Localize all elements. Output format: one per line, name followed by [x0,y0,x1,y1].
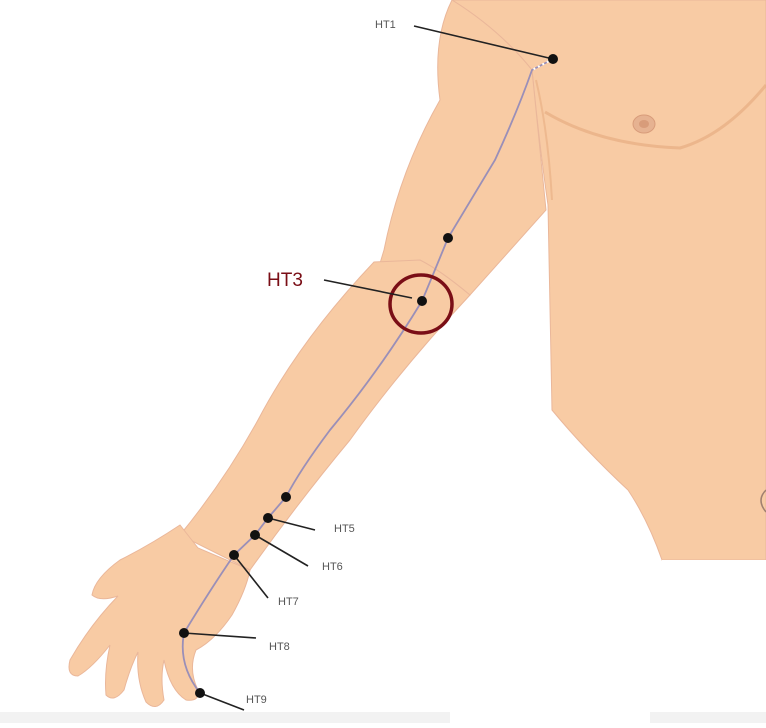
ht9-label: HT9 [246,694,267,706]
ht7-point[interactable] [229,550,239,560]
ht6-point[interactable] [250,530,260,540]
ht5-label: HT5 [334,523,355,535]
ht8-leader [183,632,257,639]
heart-meridian-line [181,58,554,694]
ht9-leader [199,692,245,711]
bottom-edge [0,712,766,723]
ht5-leader [267,517,316,531]
ht3-point[interactable] [417,296,427,306]
forearm [179,259,471,571]
ht1-label: HT1 [375,19,396,31]
meridian-dash [531,58,554,71]
bottom-edge-gap [450,712,650,723]
ht5-point[interactable] [263,513,273,523]
ht9-point[interactable] [195,688,205,698]
armpit-shadow [535,79,553,201]
ht3-label: HT3 [267,270,303,291]
ht3-highlight-ring [388,273,454,335]
nipple-center [639,120,649,128]
acupoints [179,54,558,698]
ht1-point[interactable] [548,54,558,64]
ht8-point[interactable] [179,628,189,638]
chest-line [544,84,766,150]
ht7-label: HT7 [278,596,299,608]
ht3-leader [323,279,413,299]
ht6-label: HT6 [322,561,343,573]
ht7-leader [233,554,269,599]
background-cutout [662,560,766,723]
ht8-label: HT8 [269,641,290,653]
ht4-point[interactable] [281,492,291,502]
ht6-leader [254,534,309,567]
ht1-leader [413,25,554,60]
leader-lines [183,25,554,711]
hand [68,524,251,707]
ht2-point[interactable] [443,233,453,243]
navel [760,489,766,513]
